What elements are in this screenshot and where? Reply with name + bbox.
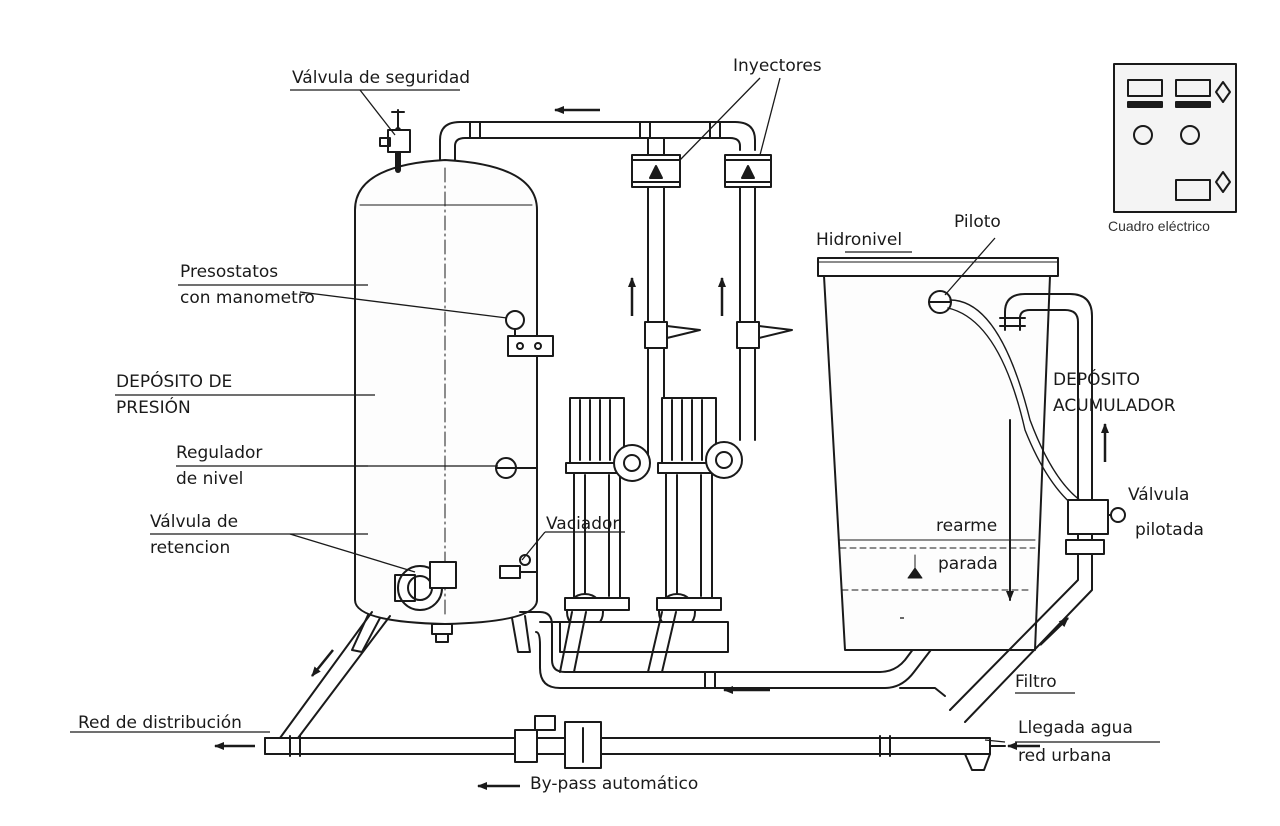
label-check-valve-2: retencion — [150, 538, 231, 558]
distribution-line — [264, 611, 1006, 771]
top-header-pipe — [439, 121, 756, 161]
label-safety-valve: Válvula de seguridad — [292, 68, 471, 88]
label-stop-level: parada — [938, 554, 998, 574]
drain-valve — [499, 554, 538, 579]
riser-pipes — [644, 186, 793, 461]
check-valve — [394, 561, 457, 611]
label-pilot: Piloto — [954, 212, 1001, 232]
label-pressure-tank-2: PRESIÓN — [116, 398, 191, 418]
label-mains-inlet-2: red urbana — [1018, 746, 1112, 766]
level-regulator — [495, 457, 538, 479]
pilot-float — [928, 290, 1101, 521]
label-electrical-panel: Cuadro eléctrico — [1108, 218, 1210, 234]
label-drain: Vaciador — [546, 514, 620, 534]
pump-1 — [564, 397, 651, 631]
label-check-valve-1: Válvula de — [150, 512, 239, 532]
leader-lines — [70, 77, 1160, 743]
label-auto-bypass: By-pass automático — [530, 774, 699, 794]
electrical-panel — [1113, 63, 1237, 213]
injector-1 — [631, 154, 681, 188]
label-level-regulator-1: Regulador — [176, 443, 263, 463]
pressure-tank — [351, 159, 538, 653]
label-pressure-switches-1: Presostatos — [180, 262, 279, 282]
label-injectors: Inyectores — [733, 56, 822, 76]
label-storage-tank-1: DEPÓSITO — [1053, 370, 1141, 390]
label-storage-tank-2: ACUMULADOR — [1053, 396, 1176, 416]
label-mains-inlet-1: Llegada agua — [1018, 718, 1133, 738]
label-hidronivel: Hidronivel — [816, 230, 903, 250]
inlet-pipe — [949, 293, 1105, 723]
label-piloted-valve-2: pilotada — [1135, 520, 1204, 540]
label-filter: Filtro — [1015, 672, 1057, 692]
label-pressure-switches-2: con manometro — [180, 288, 315, 308]
storage-tank — [817, 257, 1059, 651]
label-piloted-valve-1: Válvula — [1128, 485, 1190, 505]
label-rearm-level: rearme — [936, 516, 998, 536]
pump-2 — [656, 397, 743, 631]
label-level-regulator-2: de nivel — [176, 469, 244, 489]
pump-base — [559, 621, 729, 653]
label-distribution-network: Red de distribución — [78, 713, 242, 733]
label-pressure-tank-1: DEPÓSITO DE — [116, 372, 233, 392]
pressure-switch — [505, 310, 554, 357]
flow-arrows — [214, 106, 1109, 790]
injector-2 — [724, 154, 772, 188]
safety-valve — [379, 109, 411, 173]
piloted-valve — [1067, 499, 1126, 535]
